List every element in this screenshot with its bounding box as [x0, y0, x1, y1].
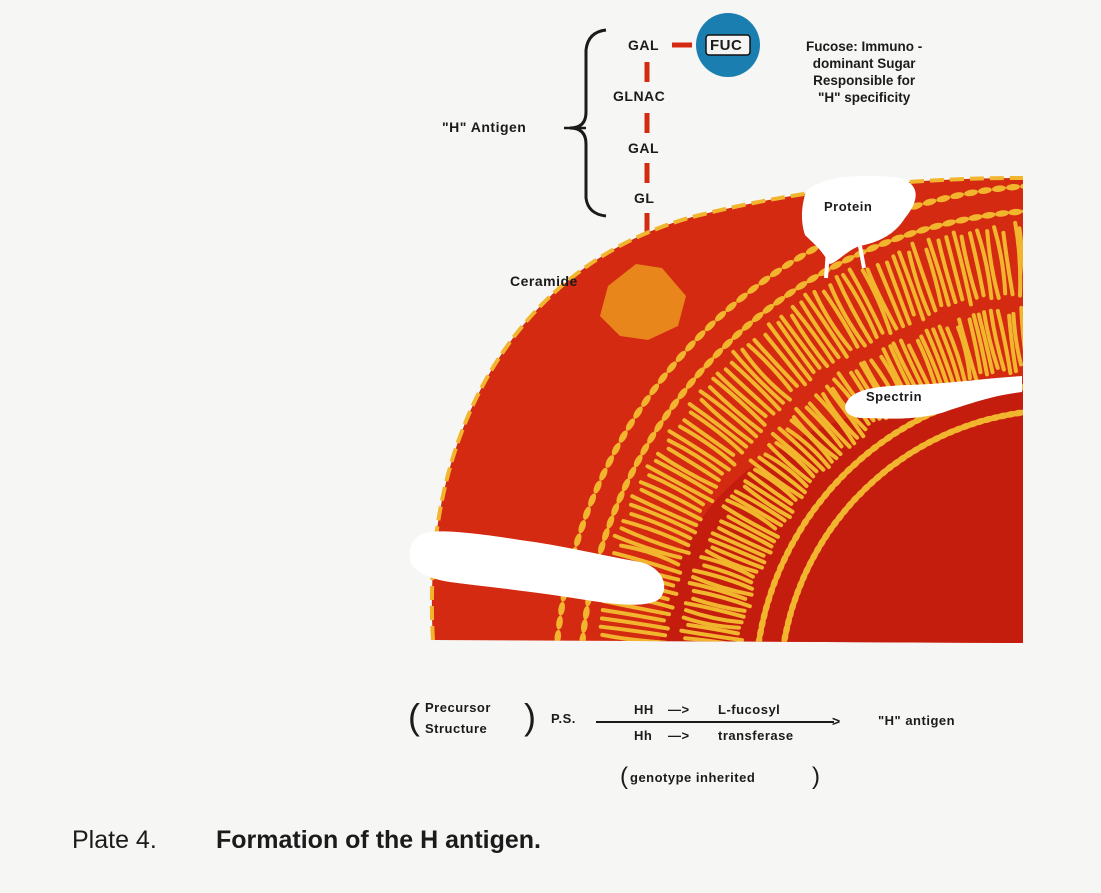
plate-number: Plate 4.: [72, 826, 157, 855]
top-genotype: HH: [634, 702, 654, 717]
lipid-head-bead: [753, 651, 761, 666]
lipid-tail: [1043, 315, 1045, 368]
chain-sugar-glnac: GLNAC: [613, 88, 665, 104]
chain-sugar-gal-bottom: GAL: [628, 140, 659, 156]
lipid-head-bead: [777, 669, 784, 683]
lipid-head-bead: [1042, 382, 1056, 389]
fucose-note-line: Fucose: Immuno -: [806, 38, 922, 55]
lipid-head-bead: [1035, 407, 1049, 414]
lipid-head-bead: [1033, 382, 1047, 389]
footnote-paren-left: (: [620, 763, 629, 791]
reaction-arrow-line: [596, 721, 834, 723]
lipid-head-bead: [1024, 382, 1039, 390]
antigen-bracket-label: "H" Antigen: [442, 119, 526, 135]
protein-label: Protein: [824, 199, 872, 214]
lipid-head-bead: [552, 658, 559, 672]
fucose-badge-label: FUC: [710, 37, 742, 54]
lipid-tail: [1040, 221, 1041, 291]
cell-cross-section: [420, 170, 1064, 683]
lipid-tail: [1030, 229, 1034, 294]
fucose-note-line: "H" specificity: [806, 89, 922, 106]
genotype-footnote: genotype inherited: [630, 770, 755, 785]
enzyme-line2: transferase: [718, 728, 794, 743]
chain-sugar-gl: GL: [634, 190, 654, 206]
lipid-head-bead: [577, 659, 584, 673]
lipid-head-bead: [754, 642, 762, 657]
lipid-head-bead: [1022, 207, 1036, 214]
ceramide-label: Ceramide: [510, 273, 578, 289]
lipid-tail: [591, 651, 664, 657]
lipid-head-bead: [1050, 382, 1064, 389]
lipid-head-bead: [752, 668, 759, 682]
bottom-arrow: —>: [668, 728, 690, 743]
enzyme-line1: L-fucosyl: [718, 702, 780, 717]
lipid-tail: [688, 652, 735, 657]
precursor-line1: Precursor: [425, 700, 491, 715]
footnote-paren-right: ): [812, 763, 821, 791]
lipid-tail: [596, 659, 666, 664]
figure-title: Formation of the H antigen.: [216, 826, 541, 855]
paren-right: ): [524, 696, 537, 738]
lipid-head-bead: [777, 661, 784, 675]
lipid-tail: [599, 643, 667, 650]
lipid-tail: [596, 667, 659, 671]
lipid-head-bead: [1048, 182, 1062, 189]
paren-left: (: [408, 696, 421, 738]
lipid-tail: [1033, 314, 1039, 368]
lipid-tail: [1044, 226, 1048, 291]
chain-sugar-gal-top: GAL: [628, 37, 659, 53]
fucose-note: Fucose: Immuno - dominant Sugar Responsi…: [806, 38, 922, 106]
lipid-head-bead: [1034, 182, 1048, 189]
result-label: "H" antigen: [878, 713, 955, 728]
lipid-head-bead: [778, 653, 786, 668]
lipid-head-bead: [553, 644, 560, 658]
lipid-tail: [1050, 313, 1052, 362]
fucose-note-line: Responsible for: [806, 72, 922, 89]
spectrin-label: Spectrin: [866, 389, 922, 404]
lipid-head-bead: [1050, 407, 1064, 414]
lipid-tail: [1029, 310, 1033, 367]
lipid-head-bead: [752, 659, 759, 673]
lipid-head-bead: [1042, 407, 1056, 414]
lipid-head-bead: [1027, 407, 1042, 415]
antigen-bracket: [570, 30, 606, 216]
ps-label: P.S.: [551, 711, 576, 726]
lipid-head-bead: [1049, 207, 1063, 214]
top-arrow: —>: [668, 702, 690, 717]
lipid-tail: [683, 659, 737, 663]
lipid-tail: [684, 645, 735, 651]
fucose-note-line: dominant Sugar: [806, 55, 922, 72]
lipid-tail: [674, 665, 736, 669]
precursor-line2: Structure: [425, 721, 487, 736]
bottom-genotype: Hh: [634, 728, 652, 743]
lipid-head-bead: [778, 645, 786, 660]
lipid-head-bead: [1035, 207, 1049, 214]
lipid-tail: [680, 672, 735, 675]
reaction-arrow-head: >: [832, 713, 841, 729]
lipid-head-bead: [578, 646, 585, 660]
